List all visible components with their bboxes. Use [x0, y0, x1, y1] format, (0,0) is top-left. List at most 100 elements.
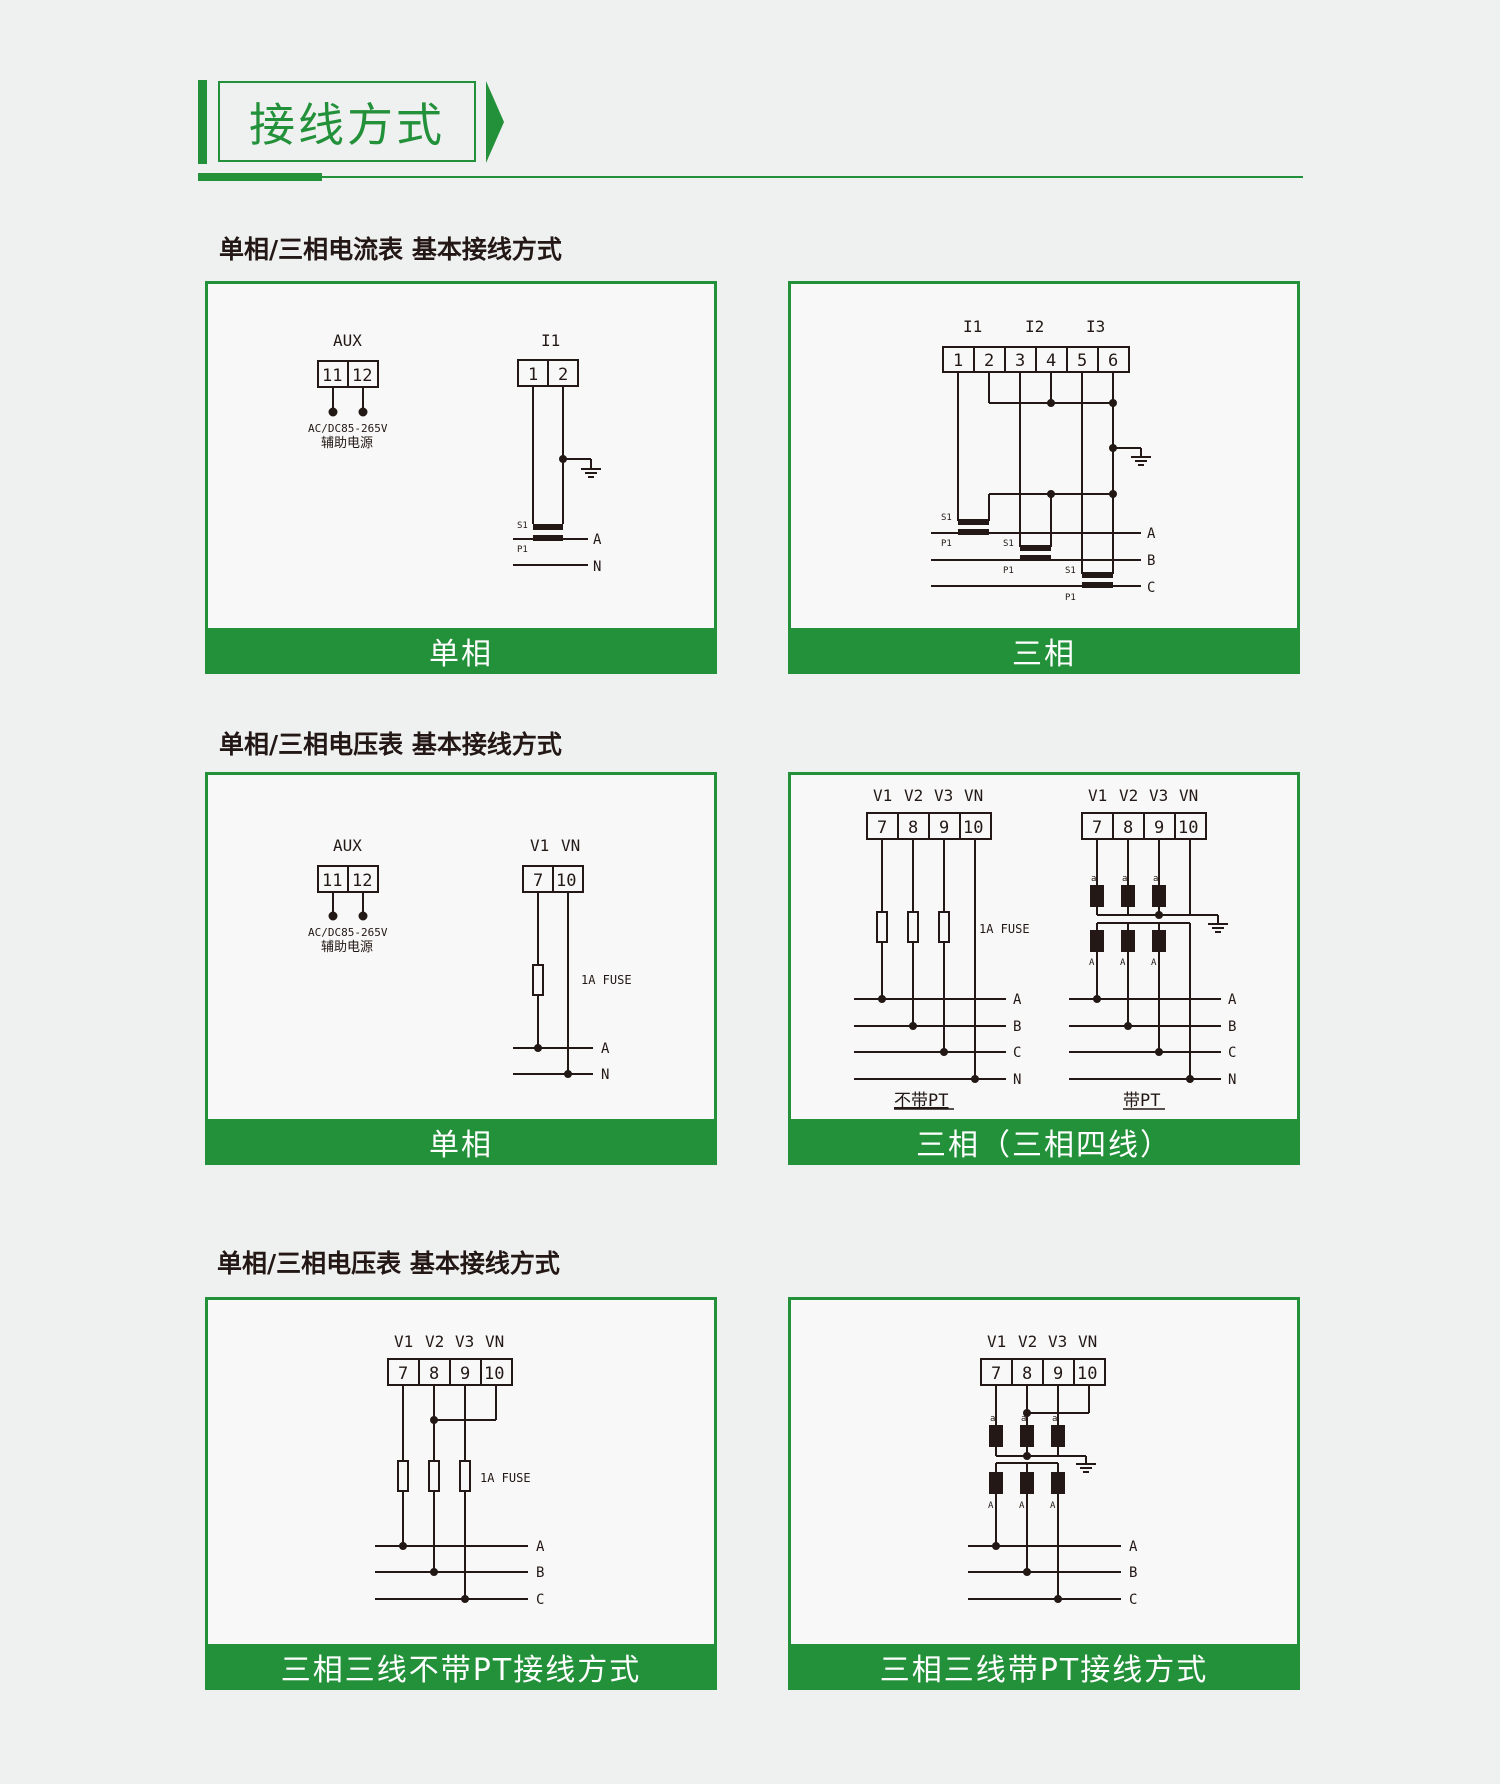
- p1-label-a: P1: [941, 539, 952, 549]
- terminal-1-label: 1: [953, 351, 963, 371]
- v3-label: V3: [934, 786, 953, 805]
- v2-label: V2: [904, 786, 923, 805]
- i2-label: I2: [1025, 317, 1044, 336]
- terminal-10-label: 10: [963, 818, 983, 838]
- phase-c-label: C: [1147, 580, 1155, 596]
- vn-label: VN: [964, 786, 983, 805]
- phase-c-label: C: [536, 1592, 544, 1608]
- v3-label: V3: [455, 1332, 474, 1351]
- i1-label: I1: [541, 331, 560, 350]
- pt-b-up-label: A: [1120, 958, 1126, 968]
- page-title: 接线方式: [249, 97, 445, 152]
- terminal-7-label: 7: [533, 871, 543, 891]
- panel-voltage-single: AUX 11 12 AC/DC85-265V 辅助电源 V1 VN 7 10 1…: [205, 772, 717, 1165]
- vn-label: VN: [485, 1332, 504, 1351]
- pt-b-up-label: A: [1019, 1501, 1025, 1511]
- terminal-8-label: 8: [429, 1364, 439, 1384]
- neutral-label: N: [601, 1067, 609, 1083]
- v1-label: V1: [394, 1332, 413, 1351]
- terminal-2-label: 2: [984, 351, 994, 371]
- neutral-label: N: [1013, 1072, 1021, 1088]
- terminal-10-label-pt: 10: [1178, 818, 1198, 838]
- v2-label-pt: V2: [1119, 786, 1138, 805]
- neutral-label: N: [593, 559, 601, 575]
- phase-a-label: A: [593, 532, 602, 548]
- terminal-9-label: 9: [939, 818, 949, 838]
- phase-a-label-pt: A: [1228, 992, 1237, 1008]
- panel-caption: 三相三线不带PT接线方式: [205, 1644, 717, 1690]
- section-title-current: 单相/三相电流表 基本接线方式: [219, 235, 562, 264]
- no-pt-label: 不带PT: [894, 1091, 948, 1111]
- terminal-1-label: 1: [528, 365, 538, 385]
- phase-c-label: C: [1129, 1592, 1137, 1608]
- p1-label: P1: [517, 545, 528, 555]
- diagram-three-wire-with-pt: V1 V2 V3 VN 7 8 9 10 a a a A A A A: [968, 1332, 1138, 1608]
- aux-note-power: 辅助电源: [321, 940, 373, 955]
- terminal-10-label: 10: [556, 871, 576, 891]
- aux-note-voltage: AC/DC85-265V: [308, 422, 388, 435]
- terminal-4-label: 4: [1046, 351, 1056, 371]
- pt-b-low-label: a: [1122, 874, 1127, 884]
- terminal-9-label: 9: [460, 1364, 470, 1384]
- panel-voltage-three-four-wire: V1 V2 V3 VN 7 8 9 10 1A FUSE A B C N 不带P…: [788, 772, 1300, 1165]
- i1-label: I1: [963, 317, 982, 336]
- terminal-5-label: 5: [1077, 351, 1087, 371]
- header-divider-accent: [198, 173, 322, 181]
- phase-b-label-pt: B: [1228, 1019, 1236, 1035]
- vn-label-pt: VN: [1179, 786, 1198, 805]
- terminal-7-label-pt: 7: [1092, 818, 1102, 838]
- v1-label: V1: [873, 786, 892, 805]
- terminal-7-label: 7: [991, 1364, 1001, 1384]
- fuse-label: 1A FUSE: [480, 1471, 531, 1485]
- panel-caption: 单相: [205, 628, 717, 674]
- terminal-10-label: 10: [1077, 1364, 1097, 1384]
- v3-label: V3: [1048, 1332, 1067, 1351]
- s1-label: S1: [517, 521, 528, 531]
- section-title-voltage: 单相/三相电压表 基本接线方式: [219, 730, 562, 759]
- aux-label: AUX: [333, 836, 362, 855]
- v1-label-pt: V1: [1088, 786, 1107, 805]
- i3-label: I3: [1086, 317, 1105, 336]
- panel-caption: 单相: [205, 1119, 717, 1165]
- header-accent-bar: [198, 80, 207, 164]
- diagram-voltage-three-four-wire: V1 V2 V3 VN 7 8 9 10 1A FUSE A B C N 不带P…: [854, 786, 1237, 1111]
- panel-three-wire-with-pt: V1 V2 V3 VN 7 8 9 10 a a a A A A A: [788, 1297, 1300, 1690]
- panel-current-three: I1 I2 I3 1 2 3 4 5 6 S1 P1: [788, 281, 1300, 674]
- v1-label: V1: [987, 1332, 1006, 1351]
- phase-c-label: C: [1013, 1045, 1021, 1061]
- section-title-voltage-3wire: 单相/三相电压表 基本接线方式: [217, 1249, 560, 1278]
- p1-label-c: P1: [1065, 593, 1076, 603]
- phase-b-label: B: [1129, 1565, 1137, 1581]
- phase-a-label: A: [1147, 526, 1156, 542]
- terminal-11-label: 11: [322, 871, 342, 891]
- header-title-box: 接线方式: [218, 81, 476, 162]
- pt-c-up-label: A: [1050, 1501, 1056, 1511]
- diagram-voltage-single: AUX 11 12 AC/DC85-265V 辅助电源 V1 VN 7 10 1…: [308, 836, 632, 1083]
- terminal-6-label: 6: [1108, 351, 1118, 371]
- phase-b-label: B: [536, 1565, 544, 1581]
- aux-label: AUX: [333, 331, 362, 350]
- pt-a-up-label: A: [988, 1501, 994, 1511]
- diagram-three-wire-no-pt: V1 V2 V3 VN 7 8 9 10 1A FUSE A B C: [375, 1332, 545, 1608]
- terminal-8-label-pt: 8: [1123, 818, 1133, 838]
- terminal-11-label: 11: [322, 366, 342, 386]
- s1-label-b: S1: [1003, 539, 1014, 549]
- header-arrow-icon: [486, 81, 504, 163]
- panel-three-wire-no-pt: V1 V2 V3 VN 7 8 9 10 1A FUSE A B C 三相三线不…: [205, 1297, 717, 1690]
- diagram-current-three: I1 I2 I3 1 2 3 4 5 6 S1 P1: [931, 317, 1156, 603]
- aux-note-power: 辅助电源: [321, 436, 373, 451]
- terminal-12-label: 12: [352, 871, 372, 891]
- phase-b-label: B: [1147, 553, 1155, 569]
- v2-label: V2: [425, 1332, 444, 1351]
- terminal-9-label-pt: 9: [1154, 818, 1164, 838]
- s1-label-c: S1: [1065, 566, 1076, 576]
- panel-caption: 三相: [788, 628, 1300, 674]
- v3-label-pt: V3: [1149, 786, 1168, 805]
- panel-caption: 三相（三相四线）: [788, 1119, 1300, 1165]
- vn-label: VN: [561, 836, 580, 855]
- phase-a-label: A: [536, 1539, 545, 1555]
- terminal-7-label: 7: [877, 818, 887, 838]
- v2-label: V2: [1018, 1332, 1037, 1351]
- phase-b-label: B: [1013, 1019, 1021, 1035]
- terminal-8-label: 8: [1022, 1364, 1032, 1384]
